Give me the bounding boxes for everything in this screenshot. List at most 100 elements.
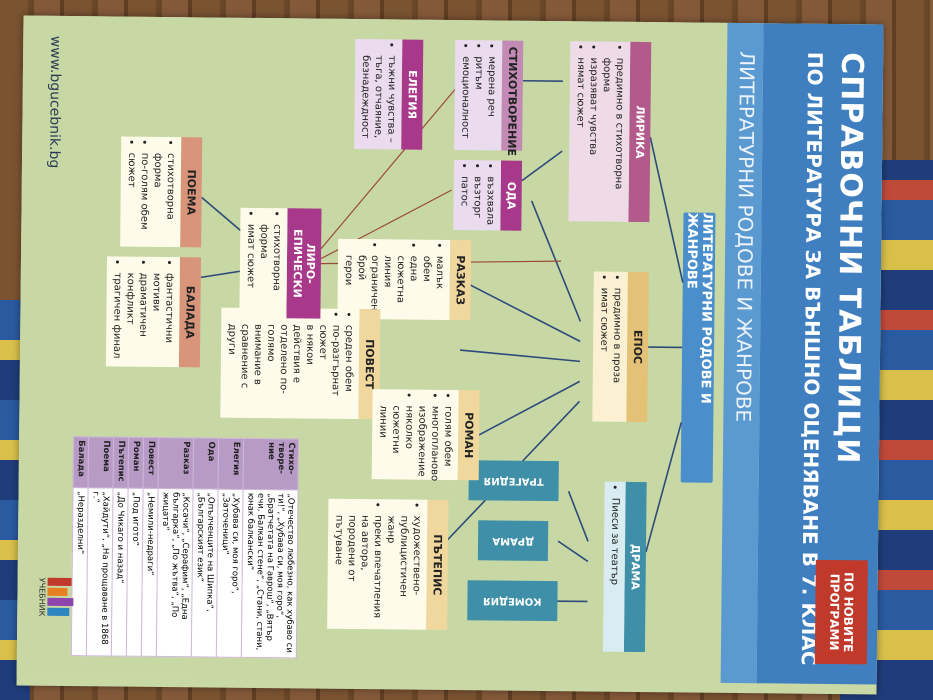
- node-liroepicheski: ЛИРО-ЕПИЧЕСКИ стихотворна форма имат сюж…: [239, 207, 322, 319]
- list-item: по-голям обем: [137, 153, 151, 241]
- list-item: малък обем: [419, 256, 446, 314]
- table-row: Роман„Под игото“: [126, 437, 144, 657]
- node-elegiya: ЕЛЕГИЯ тъжни чувства – тъга, отчаяние, б…: [354, 38, 424, 150]
- table-cell-works: „Хайдути“, „На прощаване в 1868 г.“: [86, 487, 114, 656]
- node-drama-body: Пиеси за театър: [602, 481, 626, 652]
- list-item: в някои действия е отделено по-голямо вн…: [224, 324, 316, 413]
- table-cell-works: „Отечество любезно, как хубаво си ти!“, …: [241, 489, 299, 658]
- list-item: предимно в стихотворна форма: [598, 58, 626, 216]
- list-item: една сюжетна линия: [380, 255, 420, 313]
- node-oda: ОДА възхвала възторг патос: [453, 160, 523, 231]
- table-cell-genre: Балада: [73, 436, 89, 488]
- node-drama: ДРАМА Пиеси за театър: [602, 481, 647, 653]
- table-row: Стихо-творе-ние„Отечество любезно, как х…: [241, 438, 299, 658]
- node-liroepicheski-title: ЛИРО-ЕПИЧЕСКИ: [286, 208, 322, 319]
- table-row: Ода„Опълченците на Шипка“, „Българският …: [191, 437, 219, 658]
- list-item: Пиеси за театър: [607, 498, 622, 646]
- node-elegiya-title: ЕЛЕГИЯ: [401, 39, 424, 150]
- list-item: среден обем: [341, 325, 355, 413]
- list-item: патос: [457, 176, 471, 224]
- node-balada-body: фантастични мотиви драматичен конфликт т…: [105, 256, 181, 368]
- table-row: Поема„Хайдути“, „На прощаване в 1868 г.“: [86, 436, 114, 656]
- list-item: драматичен конфликт: [123, 273, 150, 361]
- list-item: тъжни чувства – тъга, отчаяние, безнадеж…: [358, 55, 398, 143]
- node-drama-title: ДРАМА: [623, 481, 647, 653]
- list-item: възхвала: [483, 176, 497, 225]
- node-balada: БАЛАДА фантастични мотиви драматичен кон…: [105, 256, 202, 368]
- list-item: по-разгърнат сюжет: [315, 325, 342, 413]
- list-item: преки впечатления на автора, породени от…: [331, 515, 384, 624]
- table-row: Пътепис„До Чикаго и назад“: [111, 436, 129, 657]
- list-item: емоционалност: [458, 56, 472, 144]
- node-epos-body: предимно в проза имат сюжет: [592, 271, 628, 422]
- node-patepis-body: художествено-публицистичен жанр преки вп…: [327, 498, 428, 630]
- table-cell-works: „Косачи“, „Серафим“, „Една българка“, „П…: [156, 488, 194, 657]
- table-cell-works: „Опълченците на Шипка“, „Българският ези…: [191, 488, 219, 658]
- node-patepis-title: ПЪТЕПИС: [426, 499, 449, 630]
- node-razkaz-body: малък обем една сюжетна линия ограничен …: [337, 238, 451, 320]
- list-item: голям обем: [441, 406, 455, 474]
- node-poema: ПОЕМА стихотворна форма по-голям обем сю…: [120, 136, 203, 248]
- website-url: www.bgucebnik.bg: [45, 35, 64, 169]
- drama-tag-tragedy: ТРАГЕДИЯ: [468, 460, 559, 502]
- table-cell-works: „Под игото“: [126, 488, 144, 657]
- table-cell-genre: Елегия: [218, 438, 244, 490]
- table-cell-genre: Разказ: [158, 437, 194, 489]
- table-row: Елегия„Хубава си, моя горо“, „Заточеници…: [216, 438, 244, 658]
- list-item: възторг: [470, 176, 484, 224]
- connector-lines: [200, 79, 684, 603]
- poster-content: СПРАВОЧНИ ТАБЛИЦИ ПО ЛИТЕРАТУРА ЗА ВЪНШН…: [16, 15, 884, 685]
- node-patepis: ПЪТЕПИС художествено-публицистичен жанр …: [327, 498, 449, 630]
- node-liroepicheski-body: стихотворна форма имат сюжет: [239, 207, 288, 319]
- publisher-logo-text: УЧЕБНИК: [37, 578, 46, 617]
- node-povest-body: среден обем по-разгърнат сюжет в някои д…: [220, 307, 360, 420]
- node-elegiya-body: тъжни чувства – тъга, отчаяние, безнадеж…: [354, 38, 403, 150]
- publisher-logo: УЧЕБНИК: [37, 578, 74, 617]
- node-stihotvorenie-title: СТИХОТВОРЕНИЕ: [501, 40, 524, 156]
- list-item: ритъм: [471, 56, 485, 144]
- table-cell-genre: Пътепис: [113, 436, 129, 489]
- node-balada-title: БАЛАДА: [178, 257, 202, 368]
- list-item: ограничен брой герои: [341, 255, 381, 313]
- list-item: стихотворна форма: [150, 153, 177, 241]
- table-cell-genre: Повест: [143, 437, 159, 489]
- table-cell-genre: Ода: [193, 437, 219, 490]
- drama-tag-comedy: КОМЕДИЯ: [467, 580, 558, 622]
- table-cell-genre: Стихо-творе-ние: [243, 438, 299, 490]
- node-razkaz: РАЗКАЗ малък обем една сюжетна линия огр…: [337, 238, 472, 321]
- node-epos: ЕПОС предимно в проза имат сюжет: [592, 271, 649, 423]
- node-lirika-body: предимно в стихотворна форма изразяват ч…: [568, 41, 631, 222]
- list-item: художествено-публицистичен жанр: [383, 515, 423, 623]
- table-cell-genre: Роман: [128, 437, 144, 489]
- node-razkaz-title: РАЗКАЗ: [449, 239, 472, 321]
- poster: СПРАВОЧНИ ТАБЛИЦИ ПО ЛИТЕРАТУРА ЗА ВЪНШН…: [16, 15, 884, 695]
- node-roman-title: РОМАН: [457, 390, 480, 481]
- list-item: сюжет: [124, 153, 138, 241]
- list-item: мерена реч: [484, 56, 498, 144]
- list-item: трагичен финал: [110, 272, 124, 360]
- table-row: Разказ„Косачи“, „Серафим“, „Една българк…: [156, 437, 194, 657]
- list-item: имат сюжет: [596, 288, 610, 416]
- list-item: стихотворна форма: [256, 224, 283, 312]
- list-item: многопланово изображение: [415, 406, 442, 482]
- list-item: няколко сюжетни линии: [376, 405, 416, 473]
- table-row: Повест„Немили-недраги“: [141, 437, 159, 657]
- table-cell-works: „Немили-недраги“: [141, 488, 159, 657]
- drama-tag-drama: ДРАМА: [477, 520, 549, 562]
- node-lirika-title: ЛИРИКА: [628, 41, 652, 223]
- node-oda-title: ОДА: [500, 160, 523, 231]
- node-stihotvorenie-body: мерена реч ритъм емоционалност: [454, 40, 503, 151]
- list-item: изразяват чувства: [585, 57, 600, 215]
- works-table: Стихо-творе-ние„Отечество любезно, как х…: [71, 436, 299, 658]
- table-cell-works: „До Чикаго и назад“: [111, 487, 129, 657]
- list-item: имат сюжет: [243, 224, 257, 312]
- table-cell-genre: Поема: [88, 436, 114, 488]
- node-roman-body: голям обем многопланово изображение няко…: [371, 389, 459, 482]
- node-oda-body: възхвала възторг патос: [453, 160, 502, 231]
- node-poema-title: ПОЕМА: [180, 137, 203, 248]
- list-item: предимно в проза: [609, 288, 623, 416]
- node-poema-body: стихотворна форма по-голям обем сюжет: [120, 136, 182, 248]
- list-item: фантастични мотиви: [149, 273, 176, 361]
- node-epos-title: ЕПОС: [626, 271, 649, 423]
- list-item: нямат сюжет: [572, 57, 587, 215]
